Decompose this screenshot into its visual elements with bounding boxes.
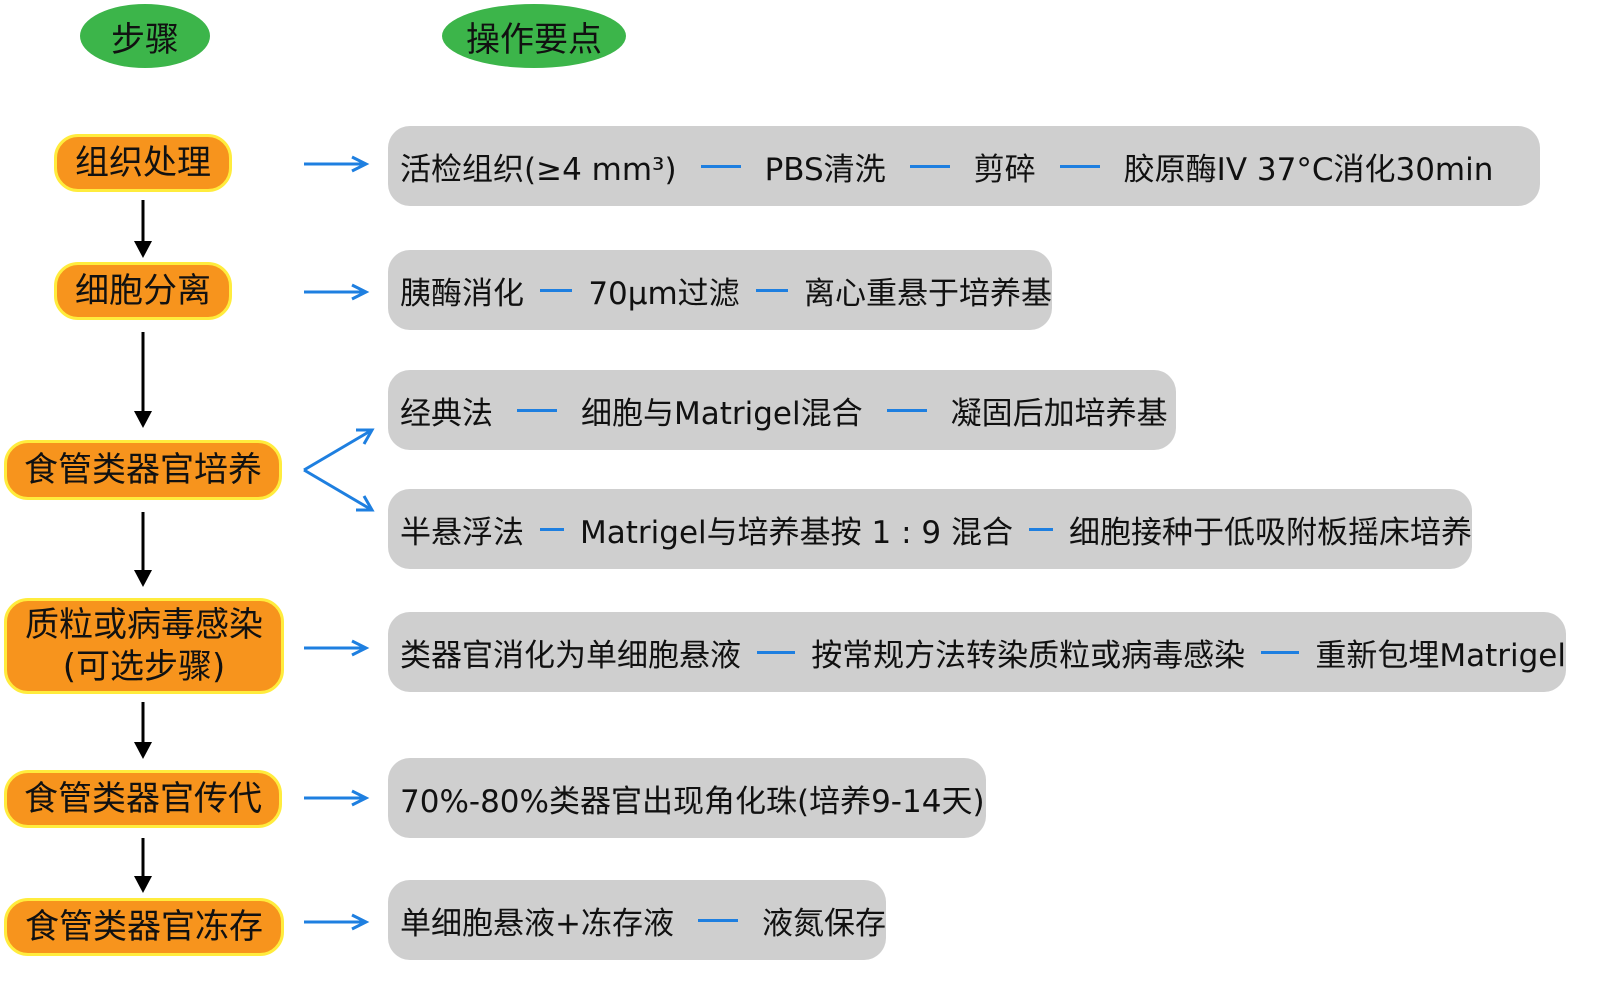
- detail-infection: 类器官消化为单细胞悬液 按常规方法转染质粒或病毒感染 重新包埋Matrigel: [388, 612, 1566, 692]
- step-label: 组织处理: [75, 142, 211, 183]
- detail-text: 液氮保存: [761, 905, 886, 942]
- branch-arrow-up: [303, 428, 375, 472]
- dash-connector: [757, 650, 796, 654]
- detail-text: 按常规方法转染质粒或病毒感染: [811, 637, 1246, 674]
- detail-text: 单细胞悬液+冻存液: [400, 905, 674, 942]
- step-organoid-passage: 食管类器官传代: [4, 770, 282, 828]
- right-arrow: [304, 639, 370, 657]
- down-arrow: [134, 200, 152, 258]
- dash-connector: [700, 164, 741, 168]
- detail-text: PBS清洗: [764, 151, 886, 188]
- right-arrow: [304, 913, 370, 931]
- detail-text: 70%-80%类器官出现角化珠(培养9-14天): [400, 783, 985, 820]
- step-label: 食管类器官传代: [24, 778, 262, 819]
- dash-connector: [540, 527, 565, 531]
- detail-text: 70μm过滤: [588, 275, 740, 312]
- dash-connector: [886, 408, 927, 412]
- step-label: 细胞分离: [75, 270, 211, 311]
- detail-passage: 70%-80%类器官出现角化珠(培养9-14天): [388, 758, 986, 838]
- step-sublabel: (可选步骤): [62, 647, 226, 687]
- detail-text: 细胞与Matrigel混合: [581, 395, 863, 432]
- step-organoid-freeze: 食管类器官冻存: [4, 898, 284, 956]
- detail-culture-semi: 半悬浮法 Matrigel与培养基按 1 : 9 混合 细胞接种于低吸附板摇床培…: [388, 489, 1472, 569]
- detail-text: 活检组织(≥4 mm³): [400, 151, 677, 188]
- right-arrow: [304, 283, 370, 301]
- detail-freeze: 单细胞悬液+冻存液 液氮保存: [388, 880, 886, 960]
- step-tissue-processing: 组织处理: [54, 134, 232, 192]
- down-arrow: [134, 838, 152, 893]
- dash-connector: [755, 288, 788, 292]
- dash-connector: [1261, 650, 1300, 654]
- dash-connector: [697, 918, 738, 922]
- detail-text: 凝固后加培养基: [950, 395, 1168, 432]
- dash-connector: [909, 164, 950, 168]
- key-points-header: 操作要点: [442, 4, 626, 68]
- detail-text: 剪碎: [973, 151, 1036, 188]
- dash-connector: [540, 288, 573, 292]
- detail-culture-classic: 经典法 细胞与Matrigel混合 凝固后加培养基: [388, 370, 1176, 450]
- step-organoid-culture: 食管类器官培养: [4, 440, 282, 500]
- dash-connector: [1028, 527, 1053, 531]
- detail-tissue: 活检组织(≥4 mm³) PBS清洗 剪碎 胶原酶IV 37°C消化30min: [388, 126, 1540, 206]
- right-arrow: [304, 789, 370, 807]
- step-infection: 质粒或病毒感染 (可选步骤): [4, 598, 284, 694]
- down-arrow: [134, 512, 152, 587]
- right-arrow: [304, 155, 370, 173]
- branch-arrow-down: [303, 468, 375, 512]
- detail-text: 半悬浮法: [400, 514, 524, 551]
- detail-text: 重新包埋Matrigel: [1315, 637, 1566, 674]
- steps-header: 步骤: [80, 4, 210, 68]
- down-arrow: [134, 332, 152, 428]
- step-label: 质粒或病毒感染: [25, 604, 263, 645]
- detail-text: 胶原酶IV 37°C消化30min: [1123, 151, 1494, 188]
- step-label: 食管类器官培养: [24, 449, 262, 490]
- dash-connector: [517, 408, 557, 412]
- detail-text: 经典法: [400, 395, 493, 432]
- step-cell-separation: 细胞分离: [54, 262, 232, 320]
- detail-separation: 胰酶消化 70μm过滤 离心重悬于培养基: [388, 250, 1052, 330]
- detail-text: 类器官消化为单细胞悬液: [400, 637, 741, 674]
- detail-text: 细胞接种于低吸附板摇床培养: [1069, 514, 1472, 551]
- down-arrow: [134, 702, 152, 759]
- detail-text: Matrigel与培养基按 1 : 9 混合: [580, 514, 1013, 551]
- detail-text: 胰酶消化: [400, 275, 524, 312]
- step-label: 食管类器官冻存: [25, 906, 263, 947]
- detail-text: 离心重悬于培养基: [804, 275, 1052, 312]
- dash-connector: [1059, 164, 1100, 168]
